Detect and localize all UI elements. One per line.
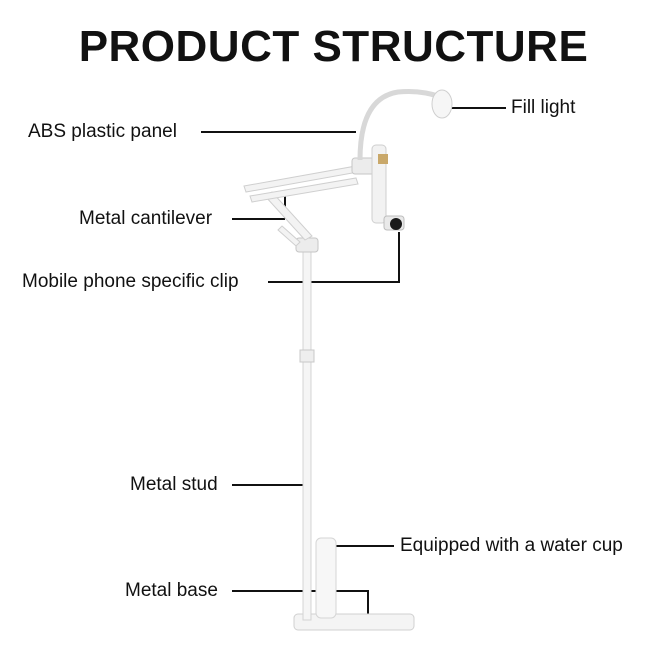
fill-light-shape [431,89,453,119]
cantilever-label: Metal cantilever [79,208,213,229]
fill-light-neck [357,89,448,161]
water-cup-label: Equipped with a water cup [400,535,623,556]
stand-illustration [243,89,453,631]
metal-stud-shape [302,244,312,621]
abs-panel-shape [371,144,387,224]
page-title: PRODUCT STRUCTURE [78,22,589,71]
abs-panel-label: ABS plastic panel [28,121,177,142]
base-label: Metal base [125,580,218,601]
phone-clip-label: Mobile phone specific clip [22,271,239,292]
stud-label: Metal stud [130,474,218,495]
phone-clip-knob [390,218,402,230]
base-leader [232,590,369,618]
water-cup-shape [315,537,337,619]
phone-clip-leader [268,232,400,283]
fill-light-label: Fill light [511,97,576,118]
metal-base-shape [293,613,415,631]
